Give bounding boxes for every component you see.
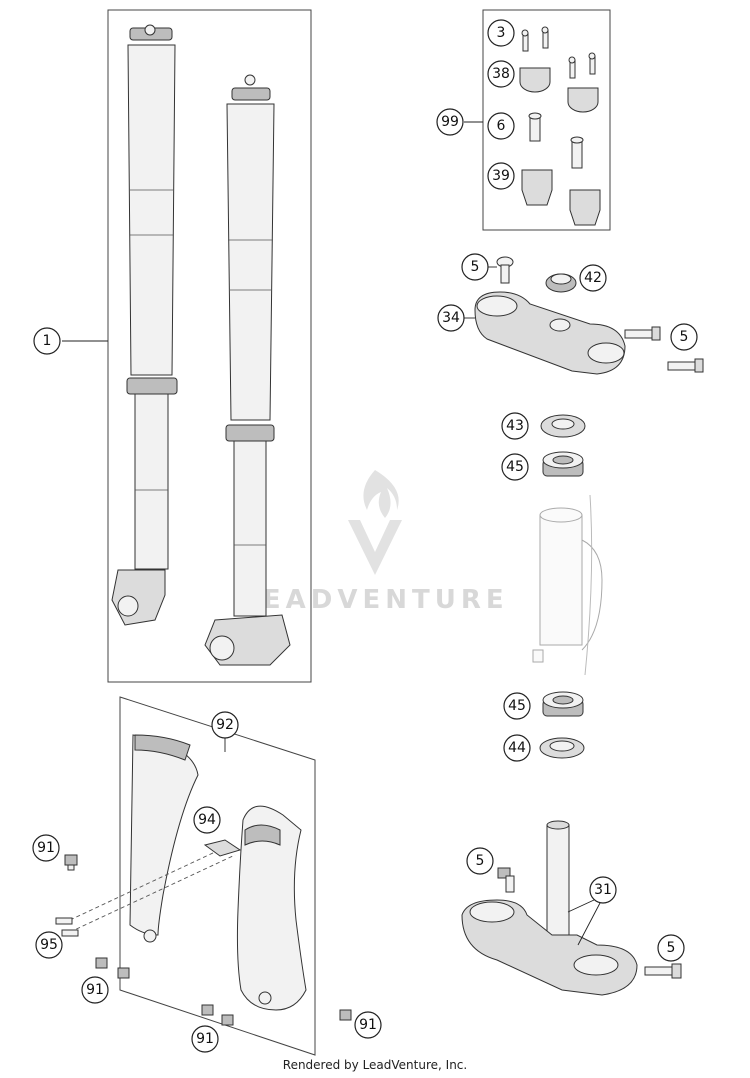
svg-text:34: 34 — [442, 310, 460, 326]
svg-text:5: 5 — [471, 259, 480, 275]
callout-42[interactable]: 42 — [579, 264, 607, 292]
steering-nut — [545, 273, 577, 293]
fork-protector-left — [129, 734, 199, 943]
bolt-upper-left — [496, 256, 514, 284]
fork-leg-left — [111, 24, 178, 626]
frame-head-tube — [532, 494, 603, 676]
callout-38[interactable]: 38 — [487, 60, 515, 88]
nuts-91-bottom — [201, 1004, 234, 1026]
bolt-lower-right — [644, 963, 682, 979]
protector-bolts — [55, 917, 79, 937]
svg-text:91: 91 — [359, 1017, 377, 1033]
callout-94[interactable]: 94 — [193, 806, 221, 834]
clamp-bolts — [528, 112, 584, 169]
callout-44[interactable]: 44 — [503, 734, 531, 762]
bolt-lower-left — [497, 867, 515, 893]
callout-91-mid-left[interactable]: 91 — [81, 976, 109, 1004]
svg-text:6: 6 — [497, 118, 506, 134]
callout-99[interactable]: 99 — [436, 108, 464, 136]
handlebar-clamp-upper — [519, 67, 599, 113]
callout-45-lower[interactable]: 45 — [503, 692, 531, 720]
dashed-bolt-paths — [69, 851, 236, 933]
leader-line-31a — [567, 899, 595, 913]
nut-91-right — [339, 1009, 352, 1021]
callout-91-bottom[interactable]: 91 — [191, 1025, 219, 1053]
callout-31[interactable]: 31 — [589, 876, 617, 904]
callout-3[interactable]: 3 — [487, 19, 515, 47]
upper-triple-clamp — [474, 291, 626, 375]
svg-text:42: 42 — [584, 270, 602, 286]
svg-text:43: 43 — [506, 418, 524, 434]
lower-triple-clamp — [461, 820, 638, 996]
svg-text:92: 92 — [216, 717, 234, 733]
callout-1[interactable]: 1 — [33, 327, 61, 355]
callout-95[interactable]: 95 — [35, 931, 63, 959]
callout-5-lower-right[interactable]: 5 — [657, 934, 685, 962]
svg-text:39: 39 — [492, 168, 510, 184]
callout-6[interactable]: 6 — [487, 112, 515, 140]
fork-protector-frame — [119, 696, 316, 1056]
hardware-kit-frame — [482, 9, 611, 231]
svg-text:5: 5 — [476, 853, 485, 869]
bearing-lower — [542, 691, 584, 717]
small-screws — [521, 26, 596, 79]
svg-text:94: 94 — [198, 812, 216, 828]
fork-protector-right — [236, 805, 307, 1011]
handlebar-clamp-lower — [521, 169, 601, 226]
callout-92[interactable]: 92 — [211, 711, 239, 739]
seal-ring-43 — [540, 414, 586, 438]
callout-45-upper[interactable]: 45 — [501, 453, 529, 481]
protector-clip — [203, 839, 242, 857]
bearing-upper — [542, 451, 584, 477]
nut-91-left — [64, 854, 78, 871]
svg-text:45: 45 — [508, 698, 526, 714]
svg-text:1: 1 — [43, 333, 52, 349]
svg-text:5: 5 — [667, 940, 676, 956]
callout-5-lower-left[interactable]: 5 — [466, 847, 494, 875]
svg-text:91: 91 — [86, 982, 104, 998]
nuts-91-mid-left — [95, 957, 130, 979]
callout-39[interactable]: 39 — [487, 162, 515, 190]
footer-credit: Rendered by LeadVenture, Inc. — [282, 1058, 468, 1072]
watermark-text: LEADVENTURE — [241, 585, 508, 615]
callout-91-right[interactable]: 91 — [354, 1011, 382, 1039]
seal-ring-44 — [539, 737, 585, 759]
callout-34[interactable]: 34 — [437, 304, 465, 332]
callout-5-upper-right[interactable]: 5 — [670, 323, 698, 351]
watermark: LEADVENTURE — [241, 470, 508, 615]
bolts-upper-right — [624, 326, 704, 373]
svg-text:95: 95 — [40, 937, 58, 953]
fork-leg-right — [204, 74, 291, 666]
leader-line-31b — [577, 902, 601, 946]
fork-assembly-frame — [107, 9, 312, 683]
svg-text:3: 3 — [497, 25, 506, 41]
svg-text:38: 38 — [492, 66, 510, 82]
svg-text:5: 5 — [680, 329, 689, 345]
svg-text:99: 99 — [441, 114, 459, 130]
callout-5-upper-left[interactable]: 5 — [461, 253, 489, 281]
callout-43[interactable]: 43 — [501, 412, 529, 440]
svg-text:44: 44 — [508, 740, 526, 756]
svg-text:91: 91 — [37, 840, 55, 856]
svg-text:91: 91 — [196, 1031, 214, 1047]
svg-text:31: 31 — [594, 882, 612, 898]
svg-text:45: 45 — [506, 459, 524, 475]
callout-91-left[interactable]: 91 — [32, 834, 60, 862]
